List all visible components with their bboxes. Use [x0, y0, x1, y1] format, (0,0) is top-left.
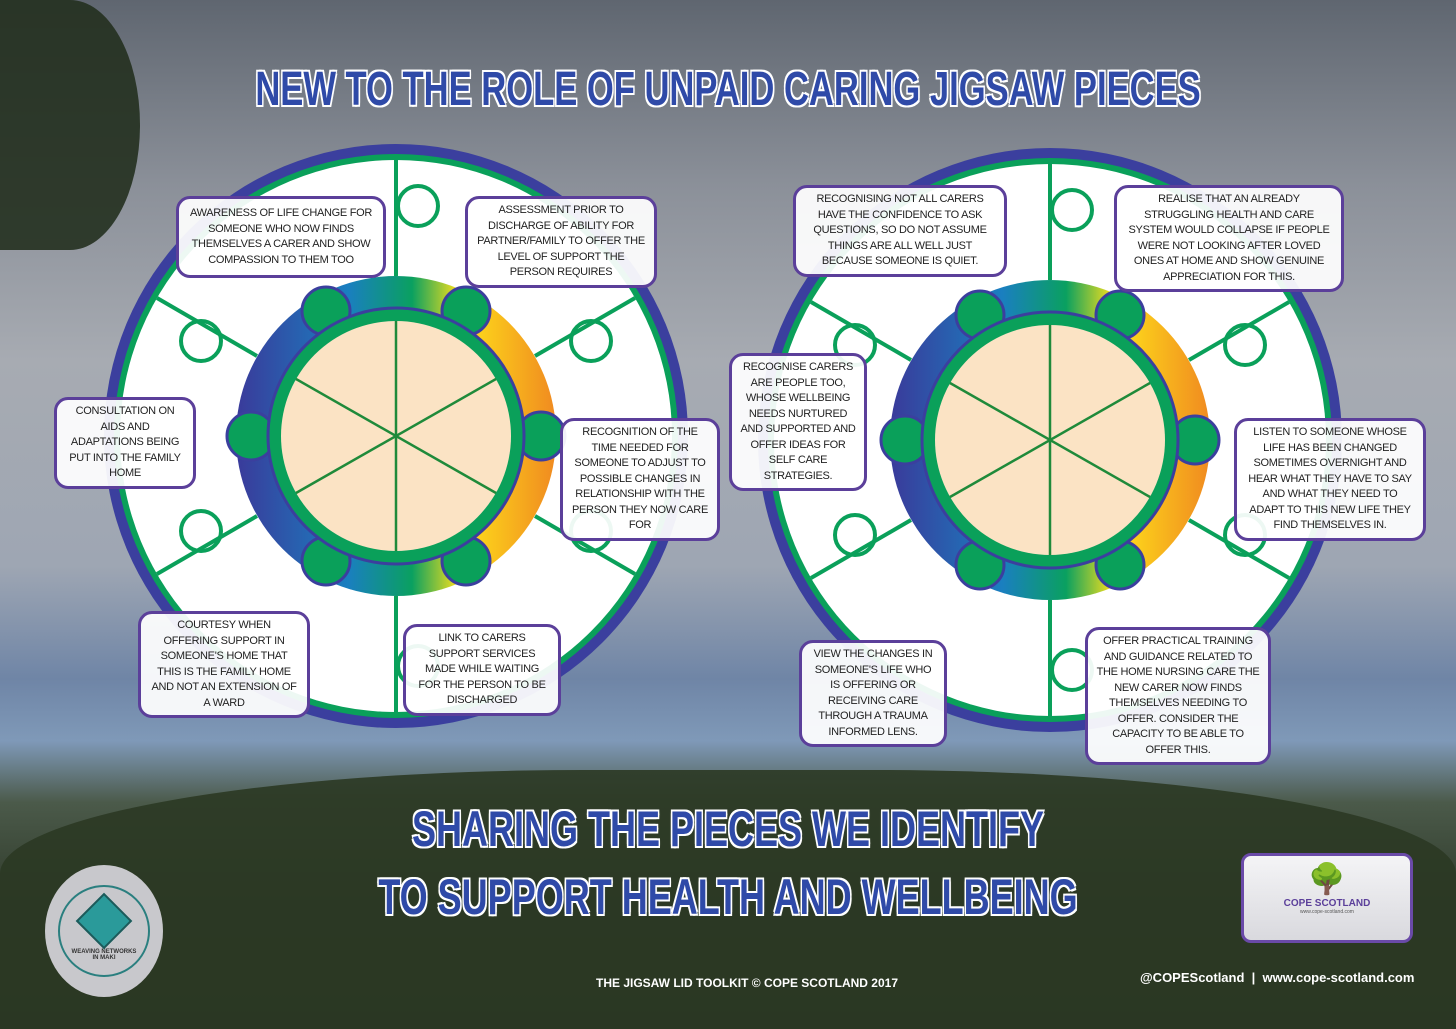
piece-text: REALISE THAT AN ALREADY STRUGGLING HEALT… [1114, 185, 1344, 292]
piece-text: LISTEN TO SOMEONE WHOSE LIFE HAS BEEN CH… [1234, 418, 1426, 541]
weaving-networks-logo: WEAVING NETWORKS IN MAKI [45, 865, 163, 997]
piece-text: LINK TO CARERS SUPPORT SERVICES MADE WHI… [403, 624, 561, 716]
page-title: NEW TO THE ROLE OF UNPAID CARING JIGSAW … [255, 62, 1202, 117]
background-forest [0, 770, 1456, 1029]
tree-icon: 🌳 [1308, 863, 1346, 896]
copyright-text: THE JIGSAW LID TOOLKIT © COPE SCOTLAND 2… [596, 976, 898, 990]
piece-text: RECOGNISING NOT ALL CARERS HAVE THE CONF… [793, 185, 1007, 277]
logo-text: WEAVING NETWORKS IN MAKI [71, 949, 137, 961]
piece-text: OFFER PRACTICAL TRAINING AND GUIDANCE RE… [1085, 627, 1271, 765]
piece-text: RECOGNISE CARERS ARE PEOPLE TOO, WHOSE W… [729, 353, 867, 491]
piece-text: VIEW THE CHANGES IN SOMEONE'S LIFE WHO I… [799, 640, 947, 747]
network-gem-icon [75, 892, 133, 950]
logo-name: COPE SCOTLAND [1283, 898, 1371, 909]
piece-text: CONSULTATION ON AIDS AND ADAPTATIONS BEI… [54, 397, 196, 489]
piece-text: COURTESY WHEN OFFERING SUPPORT IN SOMEON… [138, 611, 310, 718]
piece-text: RECOGNITION OF THE TIME NEEDED FOR SOMEO… [560, 418, 720, 541]
piece-text: AWARENESS OF LIFE CHANGE FOR SOMEONE WHO… [176, 196, 386, 278]
left-jigsaw-wheel [104, 144, 688, 728]
subtitle-line-1: SHARING THE PIECES WE IDENTIFY [411, 800, 1045, 858]
piece-text: ASSESSMENT PRIOR TO DISCHARGE OF ABILITY… [465, 196, 657, 288]
cope-scotland-logo: 🌳 COPE SCOTLAND www.cope-scotland.com [1241, 853, 1413, 943]
logo-url: www.cope-scotland.com [1300, 909, 1354, 915]
background-tree [0, 0, 140, 250]
contact-links[interactable]: @COPEScotland | www.cope-scotland.com [1140, 970, 1415, 985]
subtitle-line-2: TO SUPPORT HEALTH AND WELLBEING [378, 868, 1079, 926]
